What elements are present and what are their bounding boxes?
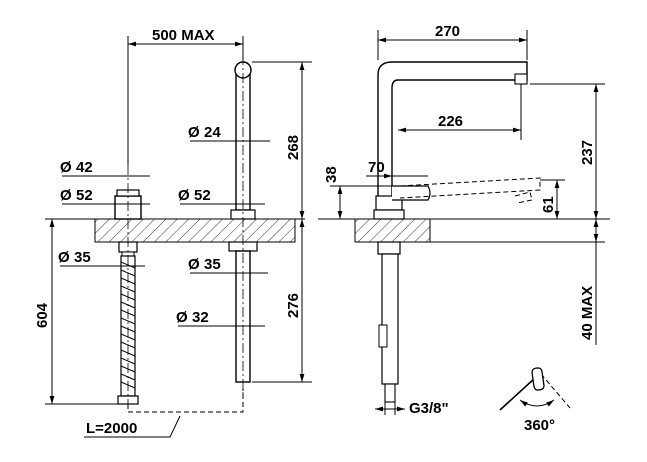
dim-below-deck-length: 276 — [285, 293, 302, 318]
hose-route — [127, 388, 244, 413]
dim-lever-base-diameter: 52 — [76, 187, 93, 204]
faucet-side-view — [373, 61, 528, 403]
dim-spout-diameter: 24 — [204, 124, 221, 141]
dim-deck-thickness-max: 40 MAX — [579, 286, 596, 340]
dim-lever-clearance: 61 — [540, 196, 557, 213]
dim-spout-base-diameter: 52 — [194, 187, 211, 204]
dim-total-reach: 270 — [435, 23, 460, 40]
dim-spout-reach-max: 500 MAX — [152, 27, 215, 44]
diameter-symbol: Ø — [60, 187, 72, 204]
handle-ghost-tip — [514, 191, 533, 204]
diameter-symbol: Ø — [178, 187, 190, 204]
diameter-symbol: Ø — [188, 256, 200, 273]
diameter-symbol: Ø — [176, 309, 188, 326]
dim-thread: G3/8" — [409, 400, 449, 417]
dim-lever-top-diameter: 42 — [76, 159, 93, 176]
rotation-360-icon — [499, 367, 571, 411]
diameter-symbol: Ø — [188, 124, 200, 141]
diameter-symbol: Ø — [60, 159, 72, 176]
dim-handle-offset: 70 — [368, 159, 385, 176]
dim-hose-depth: 604 — [34, 302, 51, 328]
dim-outlet-height: 237 — [579, 140, 596, 165]
dim-spout-shank-diameter: 35 — [204, 256, 221, 273]
dim-spray-reach: 226 — [438, 113, 463, 130]
dim-rotation: 360° — [524, 417, 555, 434]
dim-handle-height: 38 — [323, 166, 340, 183]
deck-block-left — [94, 218, 296, 243]
dim-spout-tube-diameter: 32 — [192, 309, 209, 326]
diameter-symbol: Ø — [58, 249, 70, 266]
handle-ghost — [399, 177, 541, 199]
dim-lever-shank-diameter: 35 — [74, 249, 91, 266]
dim-spout-height: 268 — [285, 135, 302, 160]
deck-block-right — [354, 218, 431, 243]
dim-hose-length: L=2000 — [86, 420, 137, 437]
